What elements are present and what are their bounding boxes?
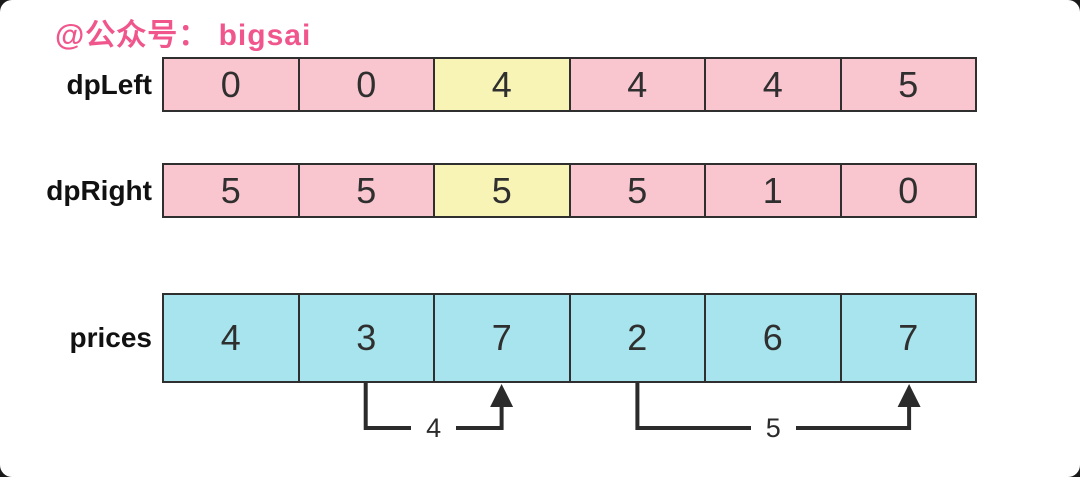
arrow-up-icon xyxy=(897,384,921,407)
array-cell: 5 xyxy=(570,165,706,216)
array-cell: 4 xyxy=(570,59,706,110)
profit-arrow-1: 4 xyxy=(363,383,514,443)
array-cell: 0 xyxy=(299,59,435,110)
array-cell: 5 xyxy=(435,165,571,216)
array-row-dpleft: 0 0 4 4 4 5 xyxy=(162,57,977,112)
array-cell: 2 xyxy=(570,295,706,381)
array-cell: 0 xyxy=(164,59,300,110)
watermark-text: @公众号： bigsai xyxy=(55,19,312,52)
array-cell: 6 xyxy=(706,295,842,381)
array-cell: 3 xyxy=(299,295,435,381)
arrow-up-icon xyxy=(490,384,514,407)
array-row-prices: 4 3 7 2 6 7 xyxy=(162,293,977,383)
array-cell: 7 xyxy=(435,295,571,381)
profit-arrow-2: 5 xyxy=(635,383,921,443)
array-cell: 5 xyxy=(164,165,300,216)
array-label-dpright: dpRight xyxy=(46,175,152,206)
profit-arrows: 4 5 xyxy=(363,383,921,443)
array-cell: 4 xyxy=(435,59,571,110)
array-cell: 4 xyxy=(706,59,842,110)
array-label-prices: prices xyxy=(69,322,153,353)
array-cell: 0 xyxy=(841,165,975,216)
array-cell: 4 xyxy=(164,295,300,381)
array-cell: 5 xyxy=(841,59,975,110)
profit-label: 4 xyxy=(426,413,441,443)
array-cell: 1 xyxy=(706,165,842,216)
array-row-dpright: 5 5 5 5 1 0 xyxy=(162,163,977,218)
array-label-dpleft: dpLeft xyxy=(66,69,152,100)
array-cell: 7 xyxy=(841,295,975,381)
profit-label: 5 xyxy=(766,413,781,443)
array-cell: 5 xyxy=(299,165,435,216)
